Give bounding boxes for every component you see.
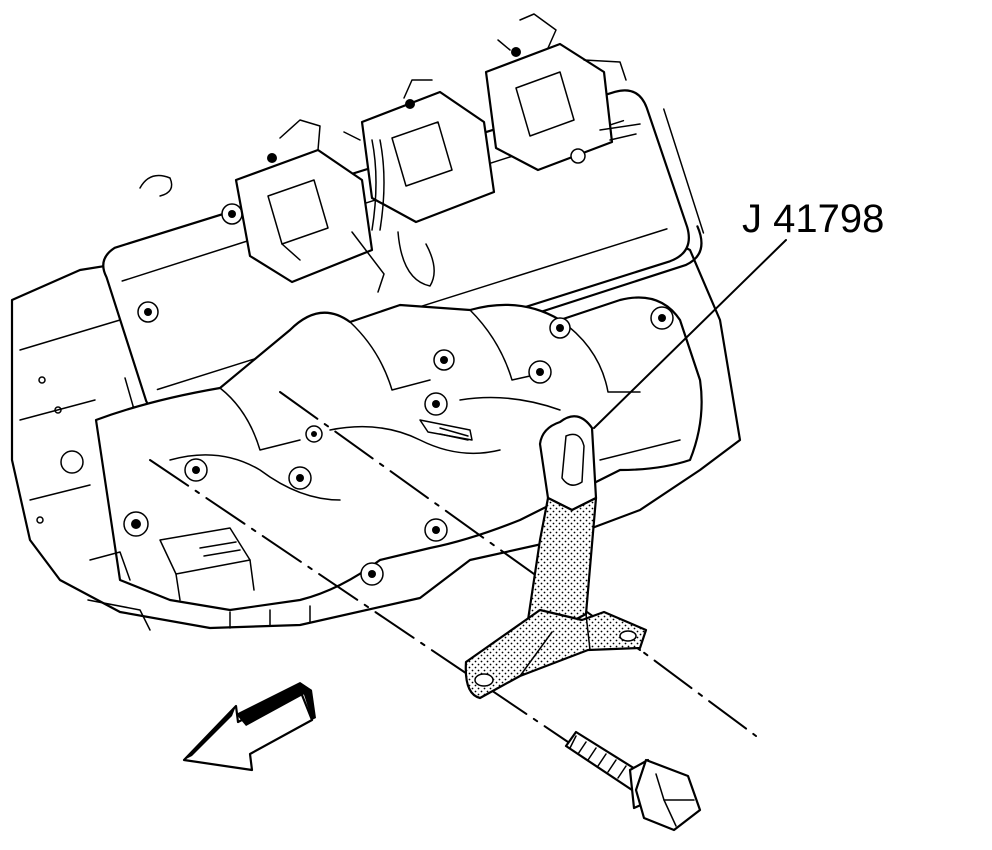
hex-flange-bolt bbox=[564, 730, 702, 832]
tool-callout-label: J 41798 bbox=[742, 197, 884, 241]
ignition-coil-2 bbox=[343, 79, 496, 287]
front-direction-arrow bbox=[182, 682, 316, 772]
callout-leader-line bbox=[593, 239, 787, 429]
manifold-bolts bbox=[123, 306, 674, 586]
engine-illustration bbox=[10, 13, 742, 631]
ignition-coil-1 bbox=[234, 119, 385, 293]
ignition-coil-3 bbox=[484, 13, 627, 172]
j41798-bracket-tool bbox=[464, 415, 648, 700]
